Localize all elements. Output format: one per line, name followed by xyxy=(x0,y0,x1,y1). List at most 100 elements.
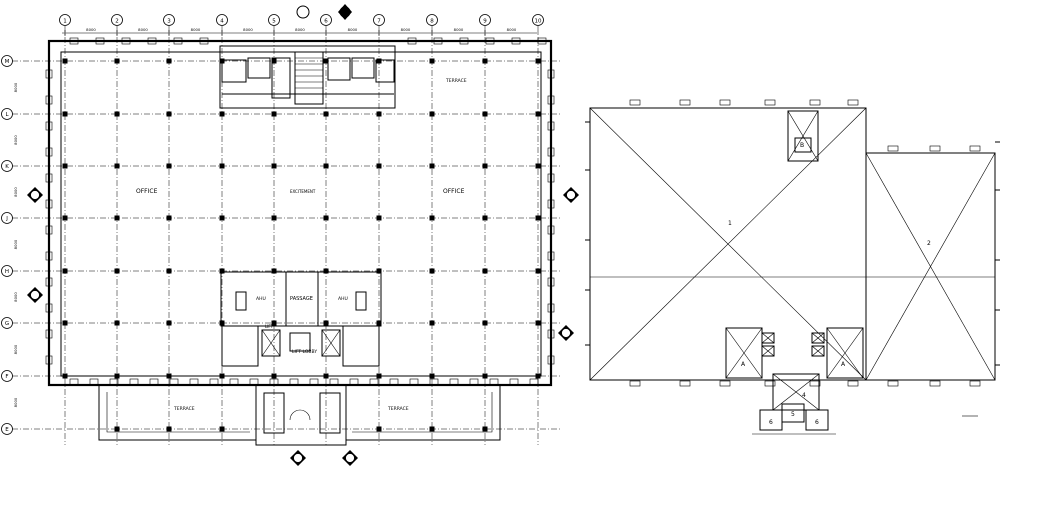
top-dimension-value: 8000 xyxy=(454,27,464,32)
column xyxy=(535,111,541,117)
roof-label-1: 1 xyxy=(728,220,732,227)
column xyxy=(166,268,172,274)
window-mark xyxy=(529,378,539,386)
column xyxy=(271,373,277,379)
edge-mark xyxy=(719,380,731,387)
window-mark xyxy=(173,37,183,45)
grid-label-row: K xyxy=(5,164,9,170)
window-mark xyxy=(547,355,555,365)
window-mark xyxy=(45,121,53,131)
grid-label-col: 2 xyxy=(115,18,119,24)
window-mark xyxy=(547,147,555,157)
window-mark xyxy=(121,37,131,45)
window-mark xyxy=(45,277,53,287)
window-mark xyxy=(45,173,53,183)
window-mark xyxy=(547,303,555,313)
edge-mark xyxy=(719,99,731,106)
window-mark xyxy=(129,378,139,386)
window-mark xyxy=(209,378,219,386)
column xyxy=(535,268,541,274)
column xyxy=(62,58,68,64)
window-mark xyxy=(407,37,417,45)
core-block-center xyxy=(220,271,382,367)
column xyxy=(219,111,225,117)
rooftop-units xyxy=(761,332,825,357)
roof-label-5: 5 xyxy=(791,411,795,418)
column xyxy=(376,215,382,221)
left-dimension-value: 8000 xyxy=(13,135,18,145)
window-mark xyxy=(459,37,469,45)
label-terrace-bottom-right: TERRACE xyxy=(387,406,409,412)
label-terrace-bottom-left: TERRACE xyxy=(173,406,195,412)
window-mark xyxy=(249,378,259,386)
column xyxy=(535,320,541,326)
column xyxy=(323,373,329,379)
window-mark xyxy=(69,37,79,45)
edge-mark xyxy=(887,380,899,387)
grid-bubble-row xyxy=(1,212,13,224)
grid-bubble-col xyxy=(59,14,71,26)
column xyxy=(219,215,225,221)
window-mark xyxy=(509,378,519,386)
column xyxy=(482,163,488,169)
window-mark xyxy=(45,251,53,261)
column xyxy=(219,373,225,379)
left-dimension-value: 8000 xyxy=(13,239,18,249)
column xyxy=(482,373,488,379)
top-dimension-value: 8000 xyxy=(86,27,96,32)
top-dimension-value: 8000 xyxy=(191,27,201,32)
roof-label-4: 4 xyxy=(802,392,806,399)
grid-label-col: 9 xyxy=(483,18,487,24)
window-mark xyxy=(45,95,53,105)
grid-bubble-row xyxy=(1,317,13,329)
grid-lines xyxy=(12,26,560,445)
roof-label-6-right: 6 xyxy=(815,419,819,426)
column xyxy=(271,268,277,274)
window-mark xyxy=(45,199,53,209)
window-mark xyxy=(485,37,495,45)
grid-label-col: 8 xyxy=(430,18,434,24)
column xyxy=(114,268,120,274)
column xyxy=(219,58,225,64)
column xyxy=(219,426,225,432)
roof-zone-a-right xyxy=(826,327,864,379)
column xyxy=(429,268,435,274)
edge-mark xyxy=(809,380,821,387)
label-lift: LIFT xyxy=(265,324,274,329)
column xyxy=(219,163,225,169)
edge-mark xyxy=(929,145,941,152)
window-mark xyxy=(45,329,53,339)
window-mark xyxy=(199,37,209,45)
window-mark xyxy=(189,378,199,386)
column xyxy=(482,215,488,221)
roof-plan: 1 2 B A A 4 5 6 6 xyxy=(585,99,1000,435)
column xyxy=(166,373,172,379)
column xyxy=(376,163,382,169)
column xyxy=(323,163,329,169)
terrace-outline-left xyxy=(98,385,256,441)
window-mark xyxy=(449,378,459,386)
window-mark xyxy=(547,251,555,261)
column xyxy=(482,268,488,274)
section-marker-bottom xyxy=(290,450,358,466)
left-dimension-value: 8000 xyxy=(13,397,18,407)
grid-label-row: G xyxy=(5,321,9,327)
window-mark xyxy=(489,378,499,386)
core-block-top xyxy=(219,45,396,109)
top-dimension-value: 8000 xyxy=(507,27,517,32)
label-lift-lobby: LIFT LOBBY xyxy=(292,349,317,355)
section-marker-right xyxy=(558,187,579,341)
column xyxy=(429,111,435,117)
column xyxy=(429,163,435,169)
inner-wall xyxy=(60,51,542,377)
grid-label-row: M xyxy=(5,59,10,65)
window-mark xyxy=(511,37,521,45)
grid-label-col: 6 xyxy=(324,18,328,24)
edge-mark xyxy=(969,380,981,387)
roof-zone-456 xyxy=(752,373,836,435)
grid-bubble-col xyxy=(320,14,332,26)
grid-label-col: 3 xyxy=(167,18,171,24)
